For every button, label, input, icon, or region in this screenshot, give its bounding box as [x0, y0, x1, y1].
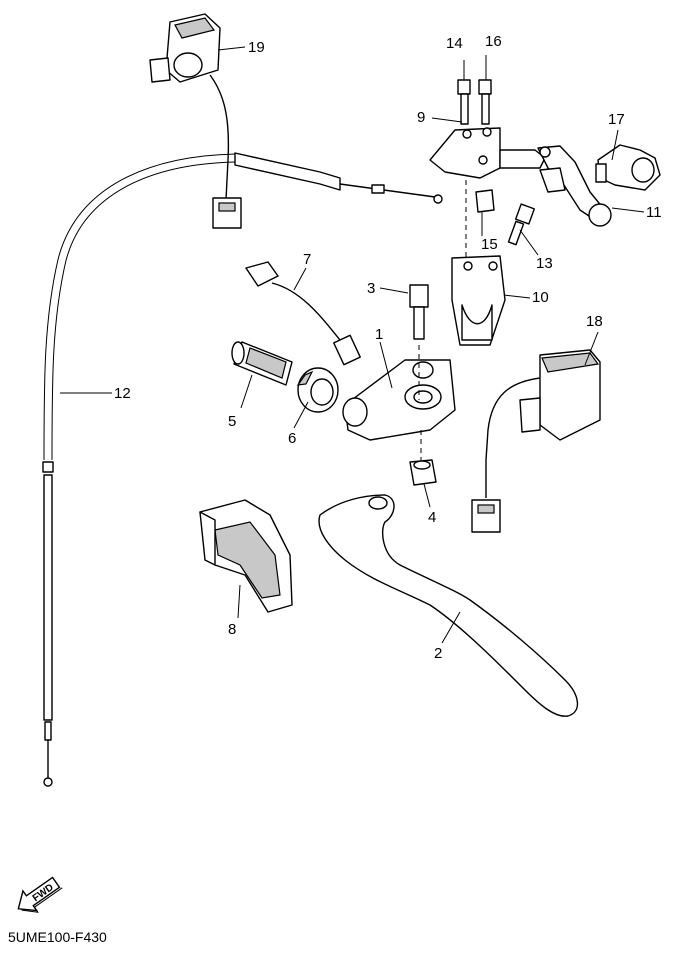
callout-5: 5 [228, 413, 236, 430]
grip-5 [231, 341, 293, 386]
fwd-arrow-icon: FWD [17, 876, 63, 913]
callout-1: 1 [375, 326, 383, 343]
guard-8 [199, 499, 293, 613]
callout-15: 15 [481, 236, 498, 253]
callout-4: 4 [428, 509, 436, 526]
callout-8: 8 [228, 621, 236, 638]
clamp-9 [429, 127, 546, 179]
diagram-code: 5UME100-F430 [8, 929, 107, 945]
callout-7: 7 [303, 251, 311, 268]
callout-12: 12 [114, 385, 131, 402]
switch-19 [149, 13, 242, 229]
nut-4 [409, 430, 437, 486]
callout-14: 14 [446, 35, 463, 52]
callout-10: 10 [532, 289, 549, 306]
callout-6: 6 [288, 430, 296, 447]
hotstart-17 [595, 144, 661, 191]
callout-13: 13 [536, 255, 553, 272]
bolt-3 [409, 284, 429, 400]
callout-3: 3 [367, 280, 375, 297]
callout-17: 17 [608, 111, 625, 128]
lever-2 [318, 494, 579, 717]
cable-12 [42, 152, 443, 787]
adjuster-6 [296, 367, 339, 413]
callout-16: 16 [485, 33, 502, 50]
callout-9: 9 [417, 109, 425, 126]
switch-18 [471, 349, 601, 533]
callout-11: 11 [646, 204, 662, 221]
callout-labels: 19 12 9 14 16 15 13 10 11 17 18 3 1 7 5 … [114, 33, 662, 662]
lever-11 [537, 145, 612, 227]
bolt-14 [457, 79, 471, 125]
bolt-13 [507, 203, 536, 246]
bolt-16 [478, 79, 492, 125]
callout-18: 18 [586, 313, 603, 330]
nut-15 [465, 180, 495, 265]
callout-2: 2 [434, 645, 442, 662]
callout-19: 19 [248, 39, 265, 56]
holder-1 [342, 359, 456, 441]
clamp-10 [451, 255, 506, 346]
leader-lines [60, 46, 645, 644]
wire-7 [245, 261, 361, 366]
